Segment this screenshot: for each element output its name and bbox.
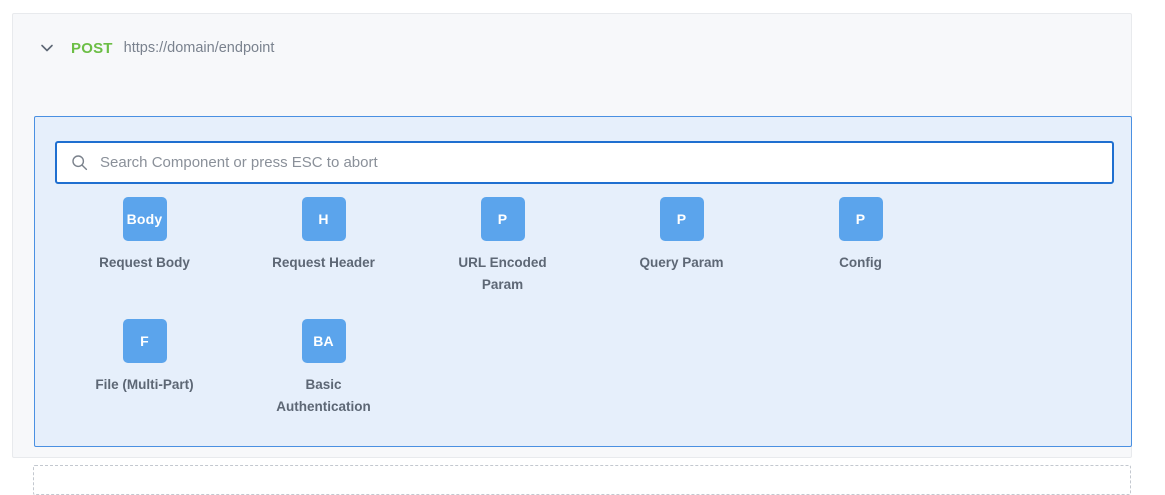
component-label: File (Multi-Part) <box>95 377 194 392</box>
component-item-file-multi-part[interactable]: F File (Multi-Part) <box>55 319 234 418</box>
component-label: Request Body <box>99 255 190 270</box>
component-badge: P <box>838 197 883 241</box>
component-item-request-body[interactable]: Body Request Body <box>55 197 234 296</box>
component-item-request-header[interactable]: H Request Header <box>234 197 413 296</box>
request-method-label: POST <box>71 39 113 57</box>
search-input[interactable] <box>100 143 1112 182</box>
component-badge: BA <box>301 319 346 363</box>
component-grid: Body Request Body H Request Header P URL… <box>55 197 1114 441</box>
component-badge: Body <box>122 197 167 241</box>
request-card-header: POST https://domain/endpoint <box>13 14 1131 82</box>
component-badge: F <box>122 319 167 363</box>
request-card: POST https://domain/endpoint Body Reques… <box>12 13 1132 458</box>
component-item-config[interactable]: P Config <box>771 197 950 296</box>
component-label: Query Param <box>639 255 724 270</box>
component-label: URL Encoded Param <box>458 255 547 292</box>
component-picker-page: POST https://domain/endpoint Body Reques… <box>12 13 1132 495</box>
component-badge: H <box>301 197 346 241</box>
component-drop-zone[interactable] <box>33 465 1131 495</box>
component-badge: P <box>480 197 525 241</box>
search-icon <box>70 154 88 172</box>
search-bar[interactable] <box>55 141 1114 184</box>
component-picker-panel: Body Request Body H Request Header P URL… <box>34 116 1132 447</box>
component-label: Config <box>839 255 882 270</box>
component-badge: P <box>659 197 704 241</box>
component-item-url-encoded-param[interactable]: P URL Encoded Param <box>413 197 592 296</box>
component-item-basic-authentication[interactable]: BA Basic Authentication <box>234 319 413 418</box>
request-url-text: https://domain/endpoint <box>123 40 275 56</box>
chevron-down-icon[interactable] <box>34 35 60 61</box>
component-label: Request Header <box>272 255 375 270</box>
component-item-query-param[interactable]: P Query Param <box>592 197 771 296</box>
component-label: Basic Authentication <box>276 377 371 414</box>
